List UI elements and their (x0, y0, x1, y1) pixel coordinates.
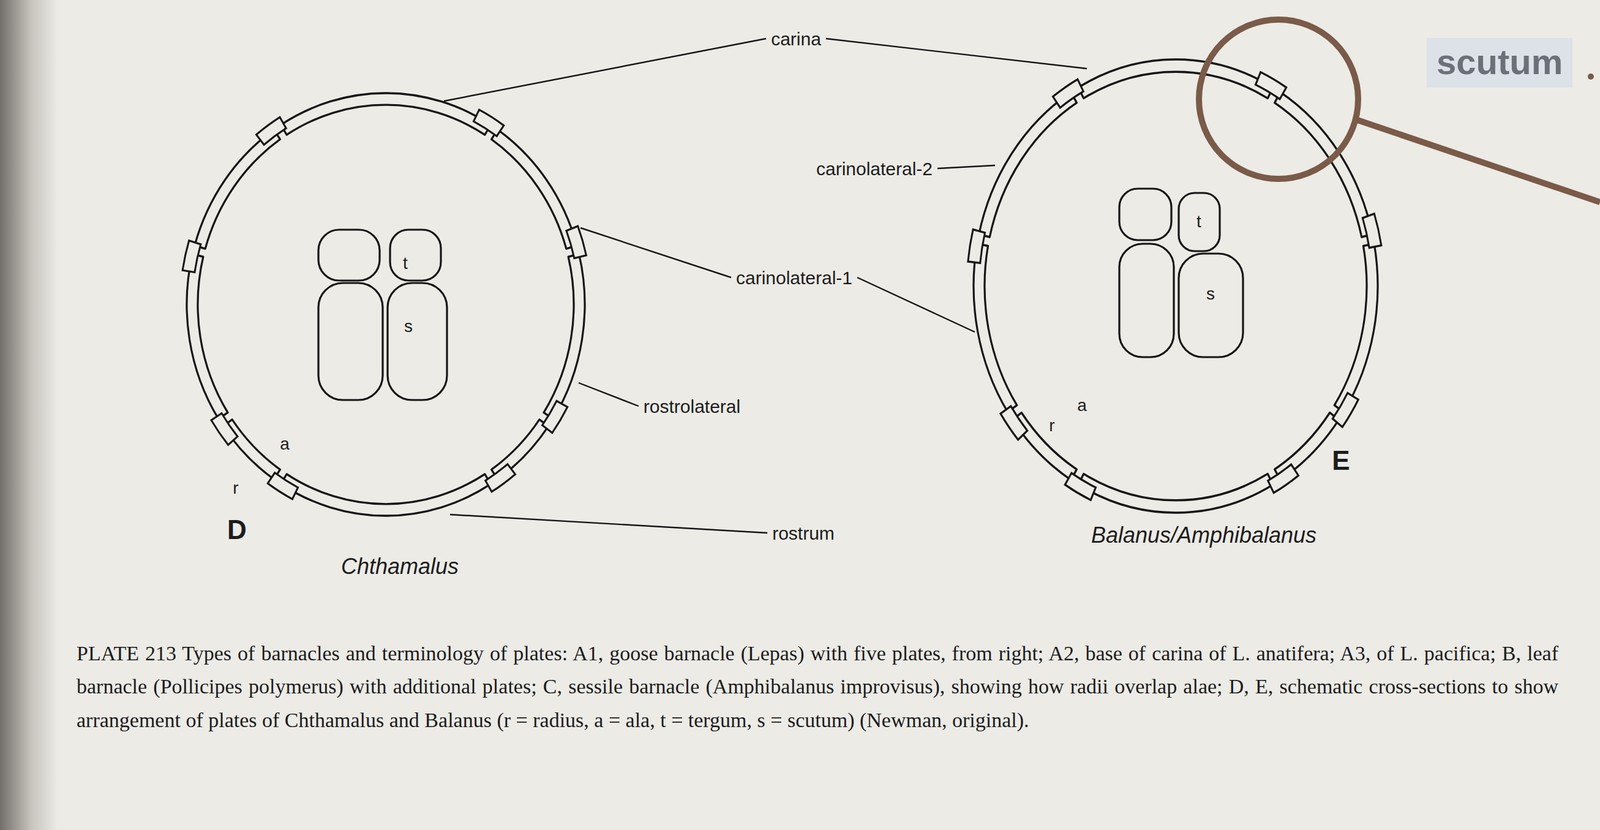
shell-plate (543, 254, 585, 419)
opercular-plates (318, 188, 1244, 400)
plate-name: carina (770, 28, 822, 49)
leader-line (580, 227, 732, 278)
radius-ala-overlap (1064, 472, 1096, 500)
radius-ala-overlap (968, 229, 986, 264)
tergum-plate (1178, 192, 1220, 252)
tergum-plate (1119, 188, 1172, 241)
radius-ala-overlap (256, 116, 287, 145)
plate-letter: s (1206, 284, 1215, 304)
radius-ala-overlap (542, 400, 568, 433)
figure-letter: E (1331, 445, 1350, 476)
shell-plate (491, 129, 578, 249)
plate-name: rostrum (772, 522, 835, 544)
shell-plate (281, 473, 492, 516)
leader-line (450, 514, 768, 533)
callout-circle (1198, 19, 1359, 179)
figure-caption: PLATE 213 Types of barnacles and termino… (76, 636, 1559, 737)
page-edge-shadow (0, 0, 59, 830)
overlay-label: scutum (1436, 41, 1563, 82)
plate-letter: s (404, 317, 413, 337)
plate-letter: a (1077, 396, 1087, 416)
shell-plate (281, 93, 492, 135)
plate-name: carinolateral-2 (816, 158, 933, 179)
radius-ala-overlap (1255, 72, 1287, 100)
overlay-label-box: scutum (1426, 37, 1573, 88)
radius-ala-overlap (485, 464, 516, 492)
shell-plate (973, 243, 1018, 413)
shell-plate (979, 92, 1078, 238)
leader-line (443, 38, 767, 102)
radius-ala-overlap (566, 225, 586, 258)
radius-ala-overlap (211, 413, 238, 446)
shell-plate (1078, 473, 1274, 513)
radius-ala-overlap (1362, 213, 1382, 248)
shell-plate (186, 254, 228, 419)
radius-ala-overlap (473, 109, 504, 136)
radius-ala-overlap (1332, 392, 1359, 427)
chthamalus-shell (182, 93, 586, 516)
callout-dot (1587, 73, 1594, 80)
genus-name: Chthamalus (341, 554, 459, 579)
leader-line (857, 277, 975, 332)
plate-letter: a (279, 434, 290, 454)
leader-lines (443, 38, 1087, 533)
leader-line (826, 38, 1087, 69)
shell-plate (1078, 59, 1274, 98)
plate-name: rostrolateral (643, 396, 741, 417)
plate-letter: r (1048, 416, 1055, 436)
plate-letter: r (232, 478, 239, 498)
scutum-plate (387, 282, 447, 400)
radius-ala-overlap (1053, 78, 1084, 108)
genus-name: Balanus/Amphibalanus (1091, 522, 1317, 548)
plate-letter: t (402, 254, 408, 274)
figure-letter: D (227, 514, 247, 545)
shell-plate (1334, 243, 1378, 413)
scutum-plate (1178, 253, 1244, 357)
leader-line (937, 165, 996, 169)
callout-leader (1355, 119, 1600, 203)
plate-name: carinolateral-1 (736, 267, 853, 288)
balanus-shell (968, 59, 1382, 513)
shell-plate (194, 129, 281, 249)
plate-letter: t (1196, 212, 1202, 232)
scutum-plate (1119, 243, 1174, 357)
leader-line (578, 382, 639, 406)
scutum-plate (318, 282, 383, 400)
radius-ala-overlap (182, 240, 201, 273)
tergum-plate (318, 229, 380, 281)
tergum-plate (390, 229, 441, 281)
radius-ala-overlap (1268, 464, 1299, 493)
radius-ala-overlap (267, 472, 298, 500)
radius-ala-overlap (1000, 405, 1028, 440)
